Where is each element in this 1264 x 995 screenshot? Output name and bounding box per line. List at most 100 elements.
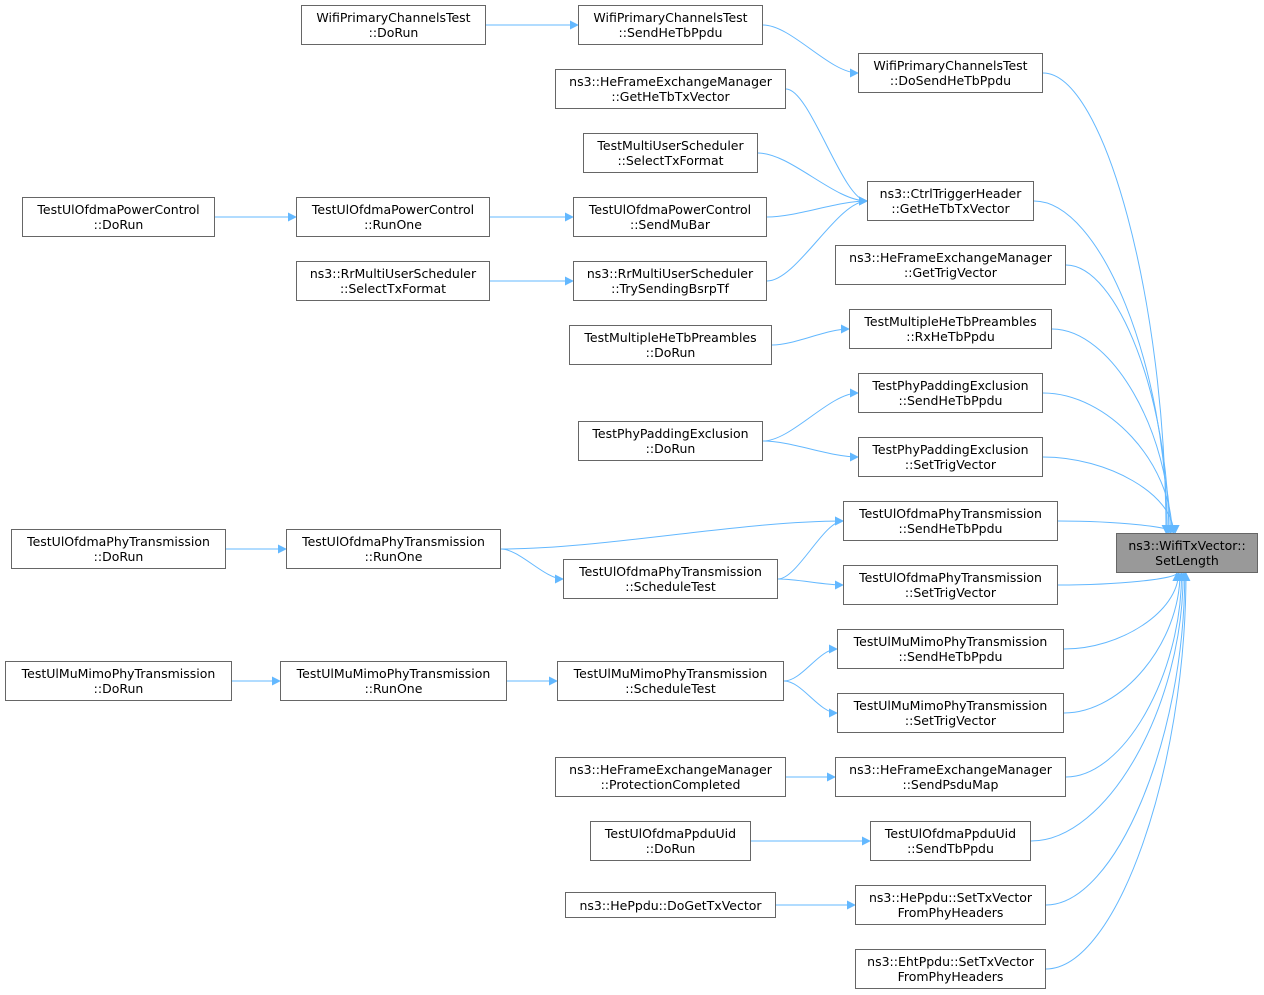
node-line-1: TestUlMuMimoPhyTransmission: [573, 666, 768, 681]
node-line-1: ns3::RrMultiUserScheduler: [586, 266, 754, 281]
node-he-frame-exchange-manager-sendpsdumap[interactable]: ns3::HeFrameExchangeManager::SendPsduMap: [835, 757, 1066, 797]
edge-n27-to-root: [1063, 572, 1185, 714]
edge-n22-to-root: [1057, 572, 1182, 586]
node-test-ul-ofdma-power-control-sendmubar[interactable]: TestUlOfdmaPowerControl::SendMuBar: [573, 197, 767, 237]
node-line-2: ::DoRun: [93, 549, 144, 564]
node-test-multiple-he-tb-preambles-dorun[interactable]: TestMultipleHeTbPreambles::DoRun: [569, 325, 772, 365]
node-test-multi-user-scheduler-selecttxformat[interactable]: TestMultiUserScheduler::SelectTxFormat: [583, 133, 758, 173]
edge-n3-to-root: [1042, 72, 1171, 534]
edge-n23-to-root: [1063, 572, 1183, 650]
node-line-1: ns3::HeFrameExchangeManager: [849, 762, 1052, 777]
node-line-1: TestUlOfdmaPowerControl: [37, 202, 200, 217]
node-wifi-primary-channels-test-sendhetbppdu[interactable]: WifiPrimaryChannelsTest::SendHeTbPpdu: [578, 5, 763, 45]
node-line-1: ns3::EhtPpdu::SetTxVector: [867, 954, 1034, 969]
node-test-ul-mu-mimo-phy-transmission-settrigvector[interactable]: TestUlMuMimoPhyTransmission::SetTrigVect…: [837, 693, 1064, 733]
node-line-2: ::ScheduleTest: [625, 579, 716, 594]
node-test-ul-mu-mimo-phy-transmission-scheduletest[interactable]: TestUlMuMimoPhyTransmission::ScheduleTes…: [557, 661, 784, 701]
node-line-1: TestUlOfdmaPhyTransmission: [859, 506, 1042, 521]
node-he-frame-exchange-manager-protectioncompleted[interactable]: ns3::HeFrameExchangeManager::ProtectionC…: [555, 757, 786, 797]
node-line-1: TestUlOfdmaPowerControl: [311, 202, 475, 217]
node-line-2: ::ProtectionCompleted: [600, 777, 741, 792]
node-test-ul-ofdma-ppdu-uid-sendtbppdu[interactable]: TestUlOfdmaPpduUid::SendTbPpdu: [870, 821, 1031, 861]
node-rr-multi-user-scheduler-selecttxformat[interactable]: ns3::RrMultiUserScheduler::SelectTxForma…: [296, 261, 490, 301]
node-line-1: TestUlOfdmaPhyTransmission: [302, 534, 485, 549]
node-line-2: ::DoRun: [645, 345, 696, 360]
node-line-2: ::RunOne: [364, 217, 422, 232]
node-line-1: TestUlMuMimoPhyTransmission: [296, 666, 491, 681]
node-test-multiple-he-tb-preambles-rxhetbppdu[interactable]: TestMultipleHeTbPreambles::RxHeTbPpdu: [849, 309, 1052, 349]
edge-n21-to-n18: [777, 516, 844, 580]
edge-n2-to-n3: [762, 24, 859, 78]
node-line-1: TestUlOfdmaPhyTransmission: [27, 534, 210, 549]
node-wifi-primary-channels-test-dorun[interactable]: WifiPrimaryChannelsTest::DoRun: [301, 5, 486, 45]
node-line-2: ::DoRun: [93, 681, 144, 696]
node-test-ul-ofdma-phy-transmission-scheduletest[interactable]: TestUlOfdmaPhyTransmission::ScheduleTest: [563, 559, 778, 599]
edge-n21-to-n22: [777, 578, 844, 590]
node-test-phy-padding-exclusion-dorun[interactable]: TestPhyPaddingExclusion::DoRun: [578, 421, 763, 461]
node-test-ul-ofdma-power-control-dorun[interactable]: TestUlOfdmaPowerControl::DoRun: [22, 197, 215, 237]
node-line-2: ::DoSendHeTbPpdu: [889, 73, 1012, 88]
edge-n34-to-root: [1045, 572, 1191, 970]
edge-n18-to-root: [1057, 520, 1180, 534]
node-line-1: ns3::HeFrameExchangeManager: [569, 74, 772, 89]
node-line-2: ::DoRun: [645, 841, 696, 856]
node-test-ul-ofdma-phy-transmission-sendhetbppdu[interactable]: TestUlOfdmaPhyTransmission::SendHeTbPpdu: [843, 501, 1058, 541]
node-line-2: ::GetTrigVector: [904, 265, 997, 280]
node-line-2: ::RxHeTbPpdu: [906, 329, 995, 344]
node-line-1: ns3::HeFrameExchangeManager: [569, 762, 772, 777]
node-test-ul-ofdma-phy-transmission-dorun[interactable]: TestUlOfdmaPhyTransmission::DoRun: [11, 529, 226, 569]
node-test-phy-padding-exclusion-sendhetbppdu[interactable]: TestPhyPaddingExclusion::SendHeTbPpdu: [858, 373, 1043, 413]
node-he-frame-exchange-manager-gethetbtxvector[interactable]: ns3::HeFrameExchangeManager::GetHeTbTxVe…: [555, 69, 786, 109]
node-line-2: ::RunOne: [364, 681, 423, 696]
node-test-ul-ofdma-power-control-runone[interactable]: TestUlOfdmaPowerControl::RunOne: [296, 197, 490, 237]
node-line-2: ::RunOne: [364, 549, 423, 564]
node-test-ul-mu-mimo-phy-transmission-runone[interactable]: TestUlMuMimoPhyTransmission::RunOne: [280, 661, 507, 701]
node-line-1: WifiPrimaryChannelsTest: [316, 10, 471, 25]
node-line-2: ::SelectTxFormat: [339, 281, 447, 296]
node-line-1: WifiPrimaryChannelsTest: [873, 58, 1028, 73]
edge-layer: [215, 20, 1191, 970]
node-he-frame-exchange-manager-gettrigvector[interactable]: ns3::HeFrameExchangeManager::GetTrigVect…: [835, 245, 1066, 285]
node-line-1: TestUlMuMimoPhyTransmission: [21, 666, 216, 681]
node-line-1: TestUlOfdmaPowerControl: [588, 202, 752, 217]
node-ctrl-trigger-header-gethetbtxvector[interactable]: ns3::CtrlTriggerHeader::GetHeTbTxVector: [867, 181, 1034, 221]
node-line-1: TestUlOfdmaPhyTransmission: [579, 564, 762, 579]
node-line-1: TestMultiUserScheduler: [597, 138, 744, 153]
node-test-ul-ofdma-ppdu-uid-dorun[interactable]: TestUlOfdmaPpduUid::DoRun: [590, 821, 751, 861]
edge-n5-to-n6: [757, 152, 868, 206]
node-line-1: TestUlOfdmaPpduUid: [884, 826, 1017, 841]
edge-n15-to-root: [1042, 392, 1177, 534]
node-line-1: TestUlMuMimoPhyTransmission: [853, 634, 1048, 649]
node-he-ppdu-dogettxvector[interactable]: ns3::HePpdu::DoGetTxVector: [565, 892, 776, 918]
node-test-ul-mu-mimo-phy-transmission-dorun[interactable]: TestUlMuMimoPhyTransmission::DoRun: [5, 661, 232, 701]
node-line-2: ::SendHeTbPpdu: [898, 649, 1003, 664]
edge-n13-to-root: [1051, 328, 1175, 534]
node-line-1: TestPhyPaddingExclusion: [592, 426, 749, 441]
edge-n12-to-n6: [766, 196, 868, 282]
edge-n31-to-root: [1030, 572, 1188, 842]
node-test-ul-ofdma-phy-transmission-settrigvector[interactable]: TestUlOfdmaPhyTransmission::SetTrigVecto…: [843, 565, 1058, 605]
node-root-set-length: ns3::WifiTxVector::SetLength: [1116, 533, 1258, 573]
node-line-2: ::ScheduleTest: [625, 681, 716, 696]
node-line-2: ::SendHeTbPpdu: [898, 521, 1003, 536]
edge-n14-to-n13: [771, 324, 850, 346]
node-wifi-primary-channels-test-dosendhetbppdu[interactable]: WifiPrimaryChannelsTest::DoSendHeTbPpdu: [858, 53, 1043, 93]
node-line-1: ns3::WifiTxVector::: [1128, 538, 1246, 553]
node-line-1: ns3::HePpdu::DoGetTxVector: [579, 897, 762, 913]
node-test-phy-padding-exclusion-settrigvector[interactable]: TestPhyPaddingExclusion::SetTrigVector: [858, 437, 1043, 477]
edge-n17-to-root: [1042, 456, 1179, 534]
node-line-2: ::SetTrigVector: [904, 713, 997, 728]
node-rr-multi-user-scheduler-trysendingbsrptf[interactable]: ns3::RrMultiUserScheduler::TrySendingBsr…: [573, 261, 767, 301]
node-test-ul-ofdma-phy-transmission-runone[interactable]: TestUlOfdmaPhyTransmission::RunOne: [286, 529, 501, 569]
node-line-1: ns3::CtrlTriggerHeader: [879, 186, 1022, 201]
node-line-2: ::SetTrigVector: [904, 457, 997, 472]
node-test-ul-mu-mimo-phy-transmission-sendhetbppdu[interactable]: TestUlMuMimoPhyTransmission::SendHeTbPpd…: [837, 629, 1064, 669]
node-line-2: ::DoRun: [368, 25, 419, 40]
node-line-2: ::SendPsduMap: [902, 777, 999, 792]
node-line-2: FromPhyHeaders: [897, 905, 1004, 920]
edge-n20-to-n21: [500, 548, 564, 584]
node-line-2: ::SendHeTbPpdu: [618, 25, 723, 40]
edge-n4-to-n6: [785, 88, 868, 206]
